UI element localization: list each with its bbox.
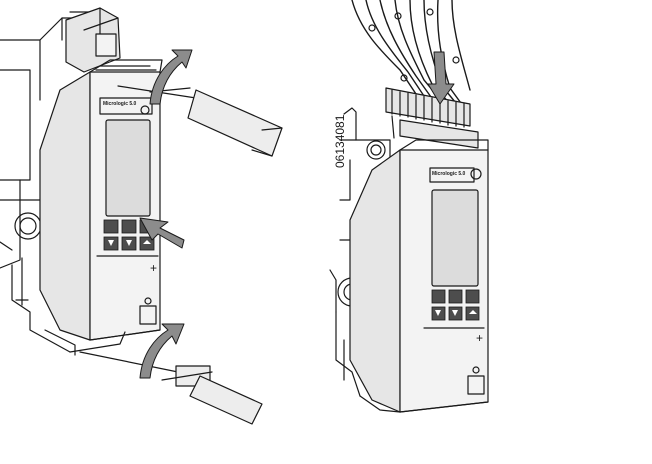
breaker-frame-left xyxy=(0,11,106,356)
svg-text:+: + xyxy=(476,331,483,345)
trip-unit-right: Micrologic 5.0 + xyxy=(349,139,489,413)
push-arrow-icon xyxy=(139,217,185,249)
rotate-arrow-icon xyxy=(149,49,193,105)
padlock-icon xyxy=(467,375,485,395)
right-panel-connection: Micrologic 5.0 + xyxy=(329,0,489,413)
keypad-right xyxy=(431,289,480,321)
device-label-right: Micrologic 5.0 xyxy=(432,171,466,177)
insert-arrow-icon xyxy=(427,51,455,105)
trip-unit-left: Micrologic 5.0 + xyxy=(39,59,163,341)
figure-reference-code: 06134081 xyxy=(333,114,347,168)
device-label-left: Micrologic 5.0 xyxy=(103,101,137,107)
rotate-arrow-bottom-icon xyxy=(139,323,185,379)
terminal-connector-icon xyxy=(385,87,479,149)
screwdriver-bottom xyxy=(79,351,263,425)
svg-text:+: + xyxy=(150,261,157,275)
top-latch-left xyxy=(65,7,121,73)
left-panel-removal: Micrologic 5.0 + xyxy=(0,7,283,425)
